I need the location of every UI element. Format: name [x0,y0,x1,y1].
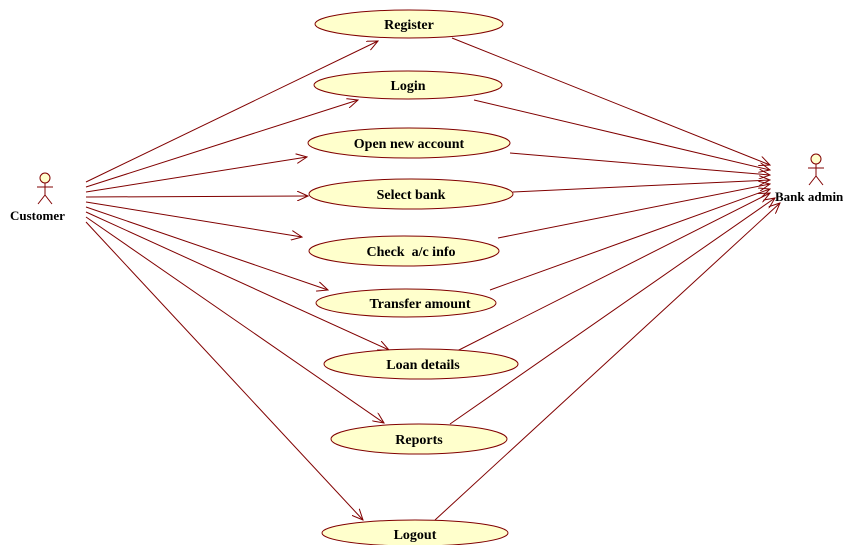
customer-actor-label: Customer [10,208,65,223]
customer-association-arrow [85,41,378,183]
customer-actor: Customer [10,172,65,223]
use-case-label: Select bank [377,188,446,203]
customer-actor-icon [37,172,53,205]
customer-association-arrow [85,196,308,197]
bank-admin-association-arrow [509,152,770,175]
use-case-register: Register [314,9,504,39]
customer-association-arrow [85,100,358,188]
bank-admin-association-arrow [449,198,775,425]
associations [85,37,780,521]
bank-admin-association-arrow [451,37,770,165]
use-case-loan-details: Loan details [323,348,519,380]
customer-association-arrow [85,211,389,350]
bank-admin-actor-icon [808,153,824,186]
use-case-label: Check a/c info [366,245,455,260]
use-case-label: Register [384,18,434,33]
use-case-label: Login [390,79,425,94]
use-case-label: Logout [394,528,437,543]
customer-association-arrow [85,221,363,520]
use-case-logout: Logout [321,519,509,545]
customer-association-arrow [85,201,302,237]
use-case-label: Transfer amount [370,297,471,312]
bank-admin-actor: Bank admin [775,153,844,204]
bank-admin-association-arrow [497,184,770,239]
customer-association-arrow [85,157,307,193]
use-case-label: Open new account [354,137,465,152]
use-case-label: Reports [395,433,443,448]
bank-admin-association-arrow [454,193,770,353]
use-case-transfer-amount: Transfer amount [315,288,497,318]
bank-admin-association-arrow [434,203,780,521]
use-case-reports: Reports [330,423,508,455]
customer-association-arrow [85,206,328,290]
bank-admin-association-arrow [473,99,770,170]
bank-admin-association-arrow [489,189,770,291]
bank-admin-actor-label: Bank admin [775,189,844,204]
use-case-open-new-account: Open new account [307,127,511,159]
use-case-check-ac-info: Check a/c info [308,235,500,267]
customer-association-arrow [85,216,384,423]
use-case-login: Login [313,70,503,100]
use-case-label: Loan details [386,358,460,373]
use-case-select-bank: Select bank [308,178,514,210]
bank-admin-association-arrow [512,180,770,193]
